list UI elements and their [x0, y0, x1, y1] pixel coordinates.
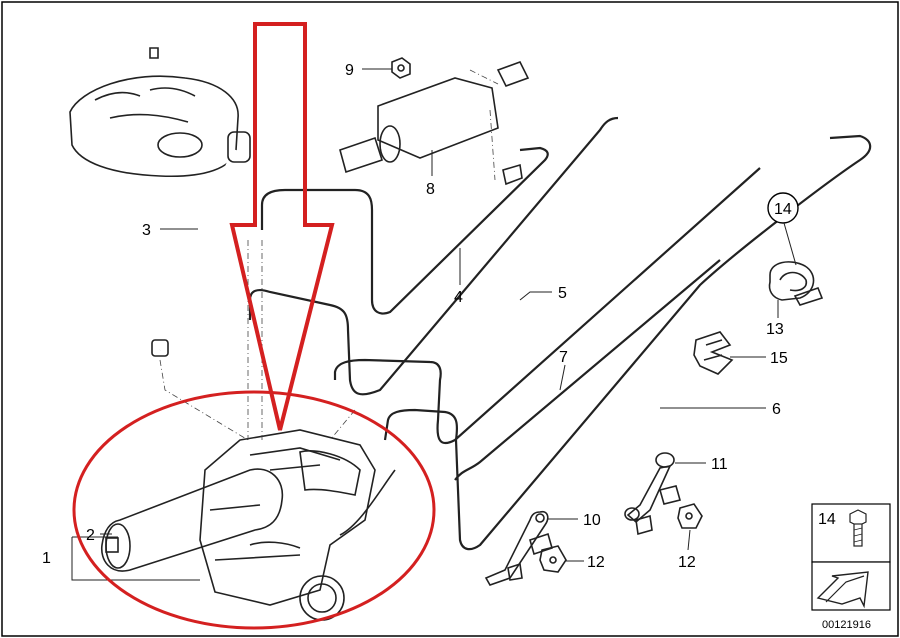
callout-11: 11 [711, 456, 728, 473]
circled-callout-14 [767, 192, 799, 224]
assembly-lines [159, 240, 356, 441]
reference-number: 00121916 [822, 619, 871, 631]
legend-number: 14 [818, 511, 836, 528]
callout-13: 13 [766, 321, 784, 338]
cylinder-part-8 [339, 61, 530, 186]
callout-6: 6 [772, 401, 781, 418]
callout-8: 8 [426, 181, 435, 198]
red-annotation [72, 22, 436, 630]
brake-lines [248, 116, 872, 551]
red-arrow-marker [229, 22, 335, 431]
red-circle-marker [72, 390, 436, 630]
callout-5: 5 [558, 285, 567, 302]
hydraulic-unit-part-1 [199, 429, 396, 621]
bracket-part-11 [624, 452, 681, 536]
bracket-part-10 [484, 510, 553, 586]
callout-12-b: 12 [678, 554, 696, 571]
callout-14: 14 [774, 201, 792, 218]
callout-12-a: 12 [587, 554, 605, 571]
callout-2: 2 [86, 527, 95, 544]
leader-lines [71, 68, 797, 581]
callout-9: 9 [345, 62, 354, 79]
hose-part-3 [151, 131, 251, 357]
accumulator-part-2 [101, 468, 284, 572]
callout-labels: 1 2 3 4 5 6 7 8 9 10 11 12 12 13 14 15 [42, 62, 792, 571]
spring-clip-part-15 [693, 331, 734, 375]
clip-part-12a [539, 545, 567, 573]
bolt-icon [849, 509, 867, 547]
pipe-clamp-part-13 [768, 261, 824, 306]
nut-part-9 [391, 57, 411, 79]
callout-7: 7 [559, 349, 568, 366]
direction-arrow-icon [816, 571, 869, 609]
callout-1: 1 [42, 550, 51, 567]
callout-4: 4 [454, 289, 463, 306]
callout-10: 10 [583, 512, 601, 529]
clip-part-12b [677, 503, 703, 529]
callout-15: 15 [770, 350, 788, 367]
legend-box: 14 00121916 [811, 503, 891, 631]
callout-3: 3 [142, 222, 151, 239]
fluid-reservoir [69, 47, 239, 178]
